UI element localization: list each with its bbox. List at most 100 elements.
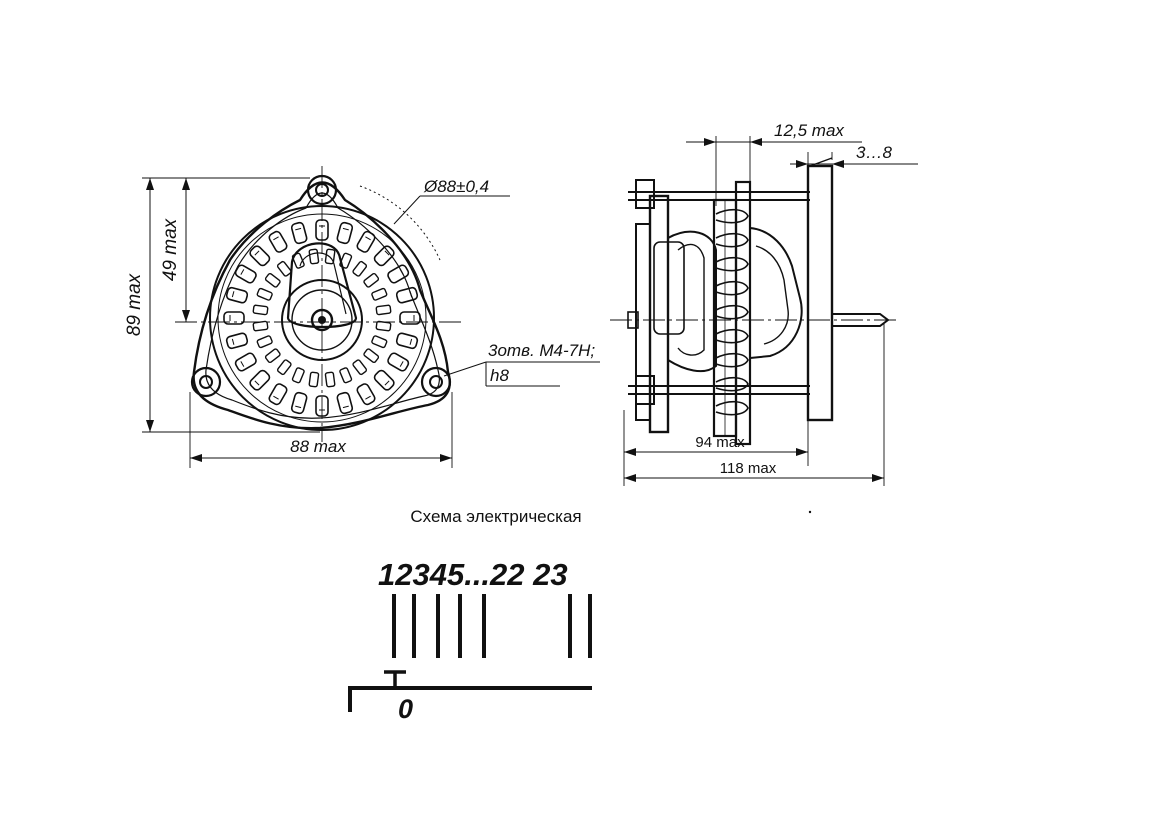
contact-inner-body bbox=[375, 304, 392, 316]
contact-outer bbox=[336, 391, 354, 415]
contact-inner bbox=[308, 371, 320, 388]
arrow-49-top bbox=[182, 178, 190, 190]
contact-inner bbox=[264, 272, 281, 288]
front-flange bbox=[806, 164, 834, 422]
contact-inner bbox=[264, 348, 281, 364]
half-height-label: 49 max bbox=[160, 217, 181, 281]
contact-lug bbox=[715, 280, 749, 296]
contact-outer-slot bbox=[409, 291, 413, 298]
contact-inner bbox=[276, 359, 292, 376]
contact-inner-body bbox=[308, 371, 320, 388]
contact-outer-slot bbox=[365, 395, 371, 400]
contact-inner bbox=[324, 371, 336, 388]
contact-outer bbox=[225, 286, 249, 304]
contact-inner-body bbox=[363, 348, 380, 364]
rotor-body-detail bbox=[677, 243, 705, 356]
holes-leader bbox=[443, 361, 487, 377]
rotor-arm-inner bbox=[299, 252, 347, 315]
contact-outer bbox=[373, 369, 395, 391]
contact-outer-slot bbox=[254, 380, 260, 386]
contact-outer bbox=[234, 352, 257, 372]
contact-inner-body bbox=[252, 304, 269, 316]
nut-top bbox=[635, 179, 655, 209]
range-label: 3…8 bbox=[856, 143, 892, 162]
contact-outer bbox=[336, 221, 354, 245]
contact-outer-slot bbox=[365, 236, 371, 241]
contact-inner bbox=[291, 367, 305, 384]
contact-outer-slot bbox=[342, 405, 349, 409]
contact-outer-body bbox=[225, 286, 249, 304]
arrow-94-left bbox=[624, 448, 636, 456]
contact-inner-body bbox=[276, 260, 292, 277]
contact-outer bbox=[268, 230, 288, 253]
arrow-88-left bbox=[190, 454, 202, 462]
arrow-3-8-right bbox=[832, 160, 844, 168]
contact-inner-body bbox=[264, 348, 281, 364]
contact-inner-body bbox=[291, 367, 305, 384]
contact-outer bbox=[356, 383, 376, 406]
contact-inner-body bbox=[256, 335, 273, 349]
contact-outer bbox=[290, 221, 308, 245]
contact-outer-body bbox=[356, 230, 376, 253]
contact-inner bbox=[375, 320, 392, 332]
contact-outer bbox=[387, 352, 410, 372]
contact-inner-body bbox=[371, 287, 388, 301]
contact-outer-body bbox=[373, 369, 395, 391]
holes-depth-label: h8 bbox=[490, 366, 509, 385]
side-view: 12,5 max 3…8 94 max 118 max bbox=[610, 121, 918, 486]
rotor-arm bbox=[286, 242, 358, 329]
contact-inner-body bbox=[252, 320, 269, 332]
contact-outer bbox=[268, 383, 288, 406]
contact-inner bbox=[352, 359, 368, 376]
contact-inner bbox=[252, 320, 269, 332]
contact-outer bbox=[225, 332, 249, 350]
contact-outer bbox=[249, 369, 271, 391]
contact-outer-slot bbox=[273, 395, 279, 400]
contact-lug bbox=[715, 208, 749, 224]
housing-outline bbox=[192, 181, 451, 430]
electrical-schematic: Схема электрическая 12345...22 23 0 bbox=[348, 507, 592, 724]
contact-inner bbox=[276, 260, 292, 277]
arrow-12-5-left bbox=[704, 138, 716, 146]
arrow-118-left bbox=[624, 474, 636, 482]
depth-label: 94 max bbox=[695, 434, 745, 451]
contact-inner bbox=[339, 367, 353, 384]
contact-outer-body bbox=[268, 383, 288, 406]
pins-label: 12345...22 23 bbox=[378, 557, 568, 592]
contact-outer-slot bbox=[231, 338, 235, 345]
mounting-hole-right bbox=[420, 366, 452, 398]
dia-leader bbox=[393, 195, 421, 225]
contact-inner-body bbox=[352, 260, 368, 277]
contact-outer-body bbox=[249, 245, 271, 267]
front-view: Ø88±0,4 89 max 49 max 88 max 3отв. М4-7Н… bbox=[124, 166, 600, 468]
contact-lug bbox=[715, 328, 749, 344]
contact-outer-body bbox=[373, 245, 395, 267]
housing-inner-outline bbox=[205, 192, 440, 419]
contact-lugs bbox=[715, 208, 749, 416]
arrow-94-right bbox=[796, 448, 808, 456]
contact-outer bbox=[373, 245, 395, 267]
contact-inner bbox=[371, 335, 388, 349]
width-label: 88 max bbox=[290, 437, 346, 456]
contact-lug bbox=[715, 232, 749, 248]
contact-lug bbox=[715, 352, 749, 368]
contact-inner bbox=[324, 248, 336, 265]
contact-outer-body bbox=[234, 264, 257, 284]
contact-outer-slot bbox=[295, 227, 302, 231]
arrow-89-bottom bbox=[146, 420, 154, 432]
contact-outer-slot bbox=[399, 269, 404, 275]
height-label: 89 max bbox=[124, 272, 145, 336]
dia-arc bbox=[359, 185, 441, 261]
arrow-3-8-left bbox=[796, 160, 808, 168]
contact-outer-slot bbox=[384, 250, 390, 256]
contact-inner-body bbox=[324, 248, 336, 265]
pin-lines bbox=[392, 594, 592, 658]
contact-outer bbox=[223, 311, 245, 325]
detent-body bbox=[749, 226, 803, 360]
contact-inner-body bbox=[371, 335, 388, 349]
contact-inner bbox=[363, 348, 380, 364]
contact-outer-body bbox=[290, 391, 308, 415]
contact-lug bbox=[715, 304, 749, 320]
